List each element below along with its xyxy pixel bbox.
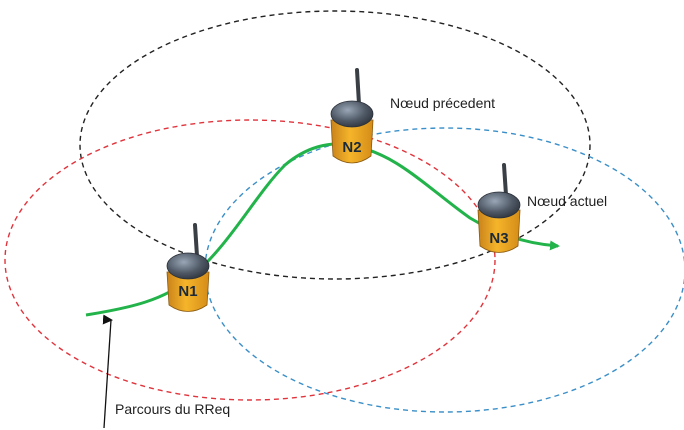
current-node-label: Nœud actuel xyxy=(527,193,607,209)
device-n2: N2 xyxy=(330,68,374,164)
antenna-icon xyxy=(193,223,199,258)
node-label-n2: N2 xyxy=(342,139,361,156)
device-n1: N1 xyxy=(166,223,210,312)
device-body xyxy=(166,271,210,312)
antenna-icon xyxy=(355,68,361,106)
device-top xyxy=(330,100,374,128)
device-body xyxy=(330,119,374,164)
previous-node-label: Nœud précedent xyxy=(390,95,495,111)
node-label-n3: N3 xyxy=(489,230,508,247)
range-ellipse-n3 xyxy=(204,127,684,413)
device-n3: N3 xyxy=(477,163,521,253)
device-body xyxy=(477,209,521,253)
antenna-icon xyxy=(502,163,508,197)
rreq-pointer-arrow xyxy=(102,314,113,429)
device-top xyxy=(477,191,521,219)
range-ellipse-n2 xyxy=(79,10,591,280)
device-top xyxy=(166,252,210,280)
node-label-n1: N1 xyxy=(178,283,197,300)
range-ellipse-n1 xyxy=(4,119,496,401)
rreq-path-label: Parcours du RReq xyxy=(115,401,230,417)
